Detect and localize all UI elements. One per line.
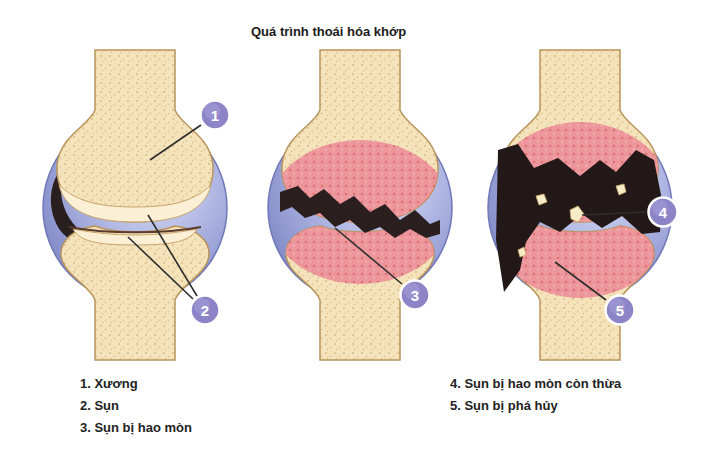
key-label: 2. Sụn [80, 398, 119, 413]
worn-joint [268, 50, 452, 360]
leader-line [582, 212, 646, 215]
key-label: 3. Sụn bị hao mòn [80, 420, 192, 435]
leader-line [555, 262, 606, 300]
callout-circle-fill [649, 198, 678, 227]
leader-lines [128, 125, 646, 300]
callout-circle: 1 [199, 99, 231, 131]
leader-line [150, 125, 201, 160]
bone [57, 50, 213, 222]
joint-line [69, 227, 201, 232]
callout-circle: 2 [189, 294, 221, 326]
callout-circle: 5 [604, 294, 636, 326]
diagram-title: Quá trình thoái hóa khớp [251, 24, 406, 39]
worn-cartilage-gap [280, 186, 440, 238]
key-label: 1. Xương [80, 376, 138, 391]
callout-circle-fill [201, 101, 230, 130]
bone [61, 226, 209, 360]
leader-line [335, 228, 402, 284]
key-label: 5. Sụn bị phá hủy [450, 398, 558, 413]
callout-circle-fill [191, 296, 220, 325]
leader-line [128, 237, 193, 299]
cartilage-fragment [616, 184, 626, 195]
destroyed-joint [484, 50, 676, 360]
callout-number: 1 [211, 107, 219, 124]
callout-number: 2 [201, 302, 209, 319]
inflamed-area [268, 140, 452, 284]
cartilage [59, 185, 211, 222]
callout-circle-fill [606, 296, 635, 325]
leader-line [148, 215, 197, 296]
cartilage-fragment [570, 206, 584, 222]
callout-number: 5 [616, 302, 624, 319]
callout-circle: 4 [647, 196, 679, 228]
key-label: 4. Sụn bị hao mòn còn thừa [450, 376, 621, 391]
healthy-joint [43, 50, 227, 360]
callout-number: 4 [659, 204, 667, 221]
callout-number: 3 [411, 287, 419, 304]
cartilage-fragment [536, 194, 547, 205]
callout-circle: 3 [399, 279, 431, 311]
cartilage-fragment [518, 247, 526, 257]
inflamed-area [484, 122, 676, 298]
callout-circle-fill [401, 281, 430, 310]
destroyed-cartilage-gap [496, 144, 662, 292]
